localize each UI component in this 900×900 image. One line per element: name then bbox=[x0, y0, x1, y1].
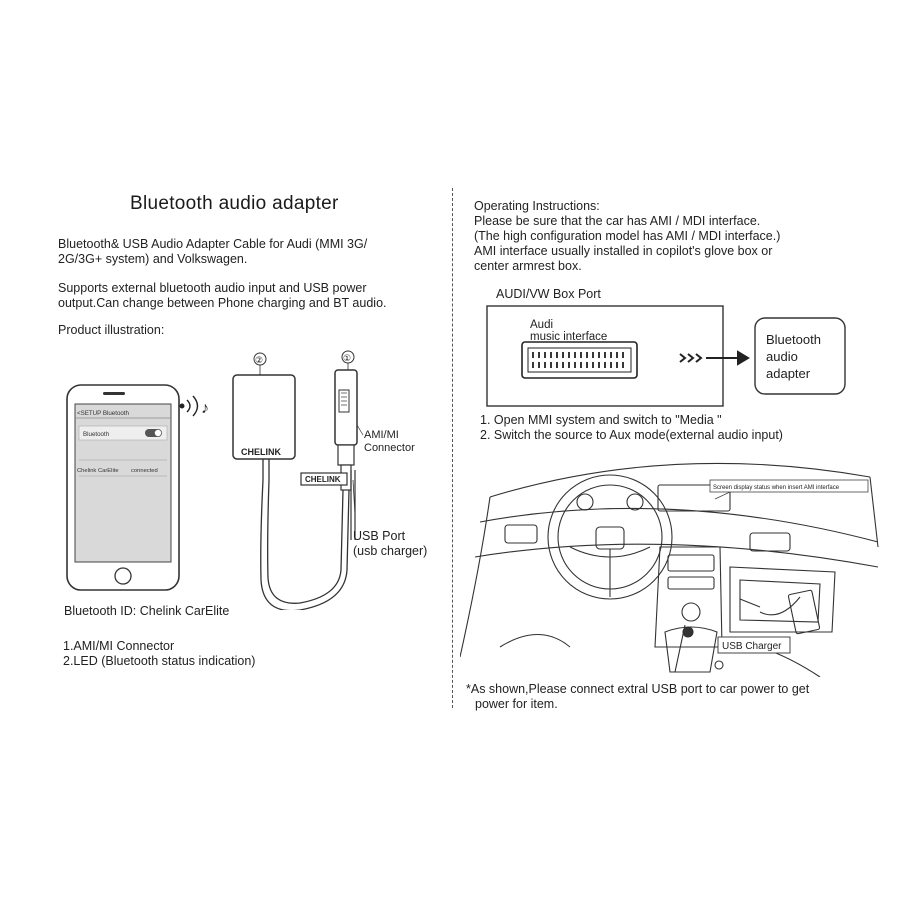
step-2: 2. Switch the source to Aux mode(externa… bbox=[480, 428, 783, 442]
instructions-line: (The high configuration model has AMI / … bbox=[474, 229, 781, 243]
instructions-line: center armrest box. bbox=[474, 259, 582, 273]
car-interior-illustration: Screen display status when insert AMI in… bbox=[460, 462, 879, 677]
screen-note-text: Screen display status when insert AMI in… bbox=[713, 485, 840, 491]
description-features: Supports external bluetooth audio input … bbox=[58, 281, 387, 311]
phone-device-name: Chelink CarElite bbox=[77, 468, 119, 474]
phone-toggle-label: Bluetooth bbox=[83, 431, 110, 438]
instructions-line: Please be sure that the car has AMI / MD… bbox=[474, 214, 761, 228]
ami-connector bbox=[334, 369, 358, 491]
port-label-2: music interface bbox=[530, 331, 607, 343]
ami-port-connector bbox=[521, 341, 638, 379]
adapter-label-2: audio bbox=[766, 349, 798, 364]
footnote-line: power for item. bbox=[475, 697, 558, 711]
description-compatibility: Bluetooth& USB Audio Adapter Cable for A… bbox=[58, 237, 367, 267]
phone-device-status: connected bbox=[131, 468, 158, 474]
phone-header-text: <SETUP Bluetooth bbox=[77, 410, 130, 417]
description-line: output.Can change between Phone charging… bbox=[58, 296, 387, 310]
bluetooth-signal-icon bbox=[179, 395, 199, 417]
instructions-line: AMI interface usually installed in copil… bbox=[474, 244, 773, 258]
product-illustration: <SETUP Bluetooth Bluetooth Chelink CarEl… bbox=[66, 350, 427, 610]
adapter-cable bbox=[260, 459, 350, 610]
adapter-led-box bbox=[232, 374, 296, 460]
usb-port-label: USB Port bbox=[353, 529, 406, 543]
port-label: Audi bbox=[530, 319, 553, 331]
cable-brand-tag bbox=[300, 472, 348, 486]
arrow-icon bbox=[679, 350, 750, 366]
box-port-heading: AUDI/VW Box Port bbox=[496, 287, 601, 301]
marker-connector: ① bbox=[343, 353, 351, 363]
adapter-label-3: adapter bbox=[766, 366, 811, 381]
description-line: 2G/3G+ system) and Volkswagen. bbox=[58, 252, 248, 266]
instructions-heading: Operating Instructions: bbox=[474, 199, 600, 213]
legend-item-2: 2.LED (Bluetooth status indication) bbox=[63, 654, 256, 668]
usb-charger-box bbox=[717, 636, 791, 654]
legend-item-1: 1.AMI/MI Connector bbox=[63, 639, 175, 653]
music-note-icon: ♪ bbox=[201, 400, 209, 417]
page-title: Bluetooth audio adapter bbox=[130, 193, 339, 214]
description-line: Supports external bluetooth audio input … bbox=[58, 281, 367, 295]
illustration-heading: Product illustration: bbox=[58, 323, 165, 337]
cable-brand-label: CHELINK bbox=[305, 475, 341, 484]
connector-label: AMI/MI bbox=[364, 429, 399, 441]
adapter-box bbox=[754, 317, 846, 395]
operating-instructions: Operating Instructions: Please be sure t… bbox=[474, 199, 780, 274]
bluetooth-id: Bluetooth ID: Chelink CarElite bbox=[64, 604, 230, 618]
column-divider bbox=[452, 188, 453, 708]
phone-illustration bbox=[66, 384, 180, 591]
usb-charger-label: USB Charger bbox=[722, 641, 782, 652]
screen-note-box bbox=[709, 479, 869, 493]
description-line: Bluetooth& USB Audio Adapter Cable for A… bbox=[58, 237, 368, 251]
connector-label-2: Connector bbox=[364, 442, 415, 454]
footnote: *As shown,Please connect extral USB port… bbox=[466, 682, 809, 712]
footnote-line: *As shown,Please connect extral USB port… bbox=[466, 682, 810, 696]
port-diagram: Audi music interface Bluetooth audio ada… bbox=[486, 305, 846, 407]
adapter-brand-logo: CHELINK bbox=[241, 447, 281, 457]
adapter-label-1: Bluetooth bbox=[766, 332, 821, 347]
usb-port-label-2: (usb charger) bbox=[353, 544, 427, 558]
step-1: 1. Open MMI system and switch to "Media … bbox=[480, 413, 722, 427]
marker-led: ② bbox=[255, 355, 263, 365]
